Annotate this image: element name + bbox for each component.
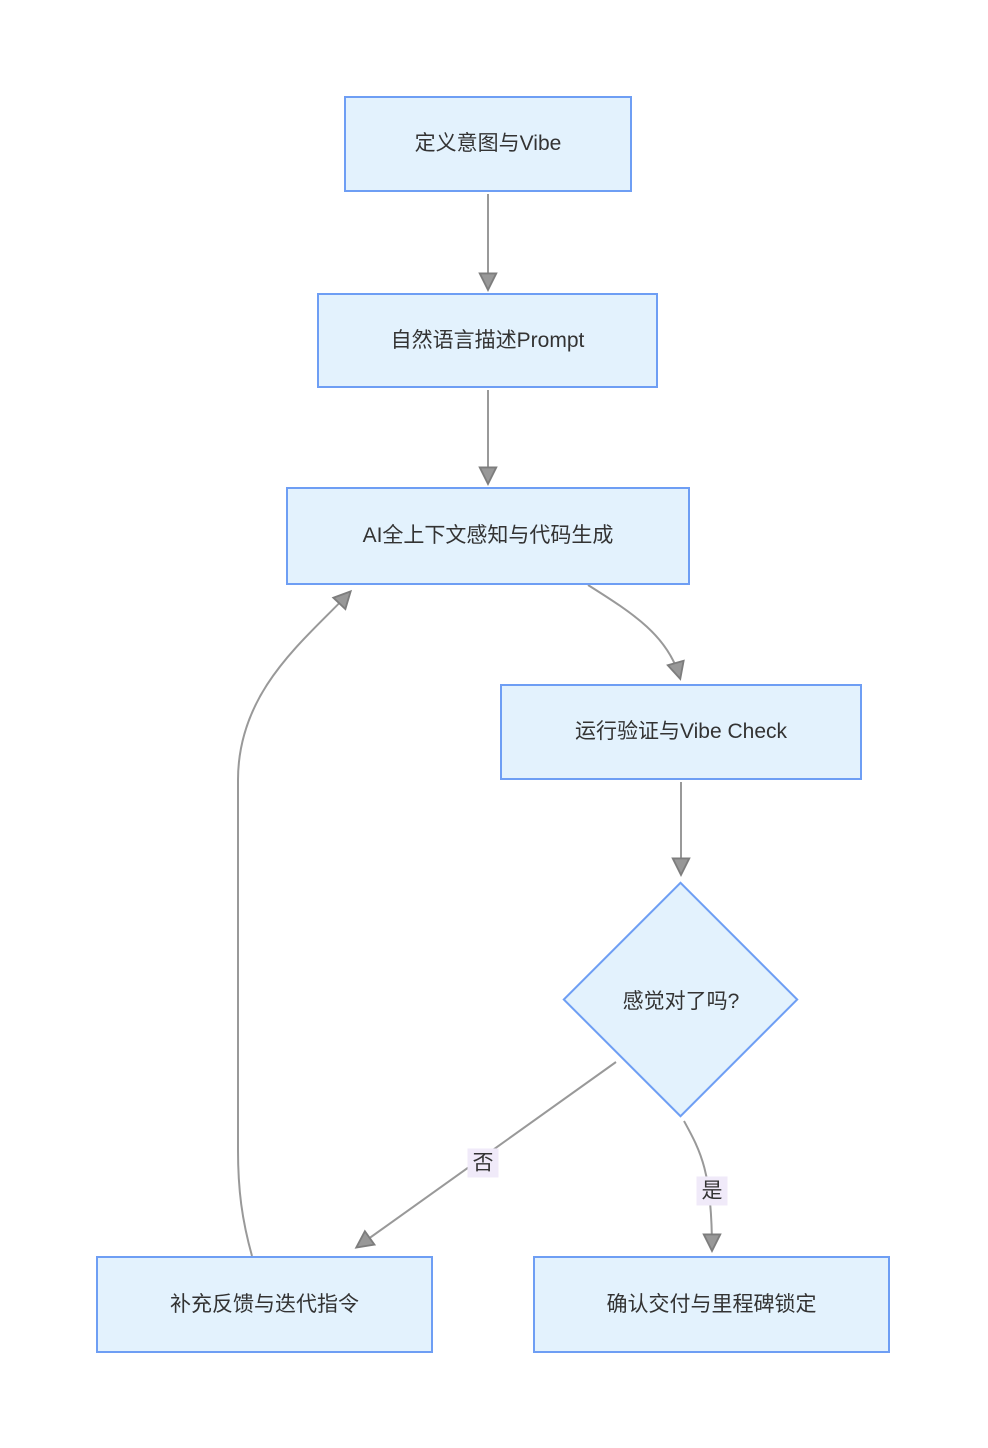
node-label: 运行验证与Vibe Check [574, 720, 787, 744]
decision-feels-right-label: 感觉对了吗? [622, 990, 740, 1013]
node-ai-context-codegen: AI全上下文感知与代码生成 [286, 487, 690, 585]
node-label: 定义意图与Vibe [414, 132, 562, 156]
node-run-verify-vibe-check: 运行验证与Vibe Check [500, 684, 862, 780]
node-label: 补充反馈与迭代指令 [170, 1292, 359, 1316]
edge-f-to-c-loop [237, 589, 353, 1257]
edge-e-to-g-yes [683, 1120, 722, 1253]
node-natural-language-prompt: 自然语言描述Prompt [317, 293, 658, 388]
node-feedback-iteration: 补充反馈与迭代指令 [96, 1256, 433, 1353]
edge-label-no: 否 [467, 1148, 499, 1178]
node-define-intent-vibe: 定义意图与Vibe [344, 96, 632, 192]
node-label: 确认交付与里程碑锁定 [606, 1292, 817, 1316]
edge-c-to-d [587, 584, 685, 681]
node-label: AI全上下文感知与代码生成 [362, 524, 614, 548]
node-label: 自然语言描述Prompt [390, 328, 585, 352]
edge-label-yes: 是 [696, 1176, 728, 1206]
node-confirm-delivery-milestone: 确认交付与里程碑锁定 [533, 1256, 890, 1353]
